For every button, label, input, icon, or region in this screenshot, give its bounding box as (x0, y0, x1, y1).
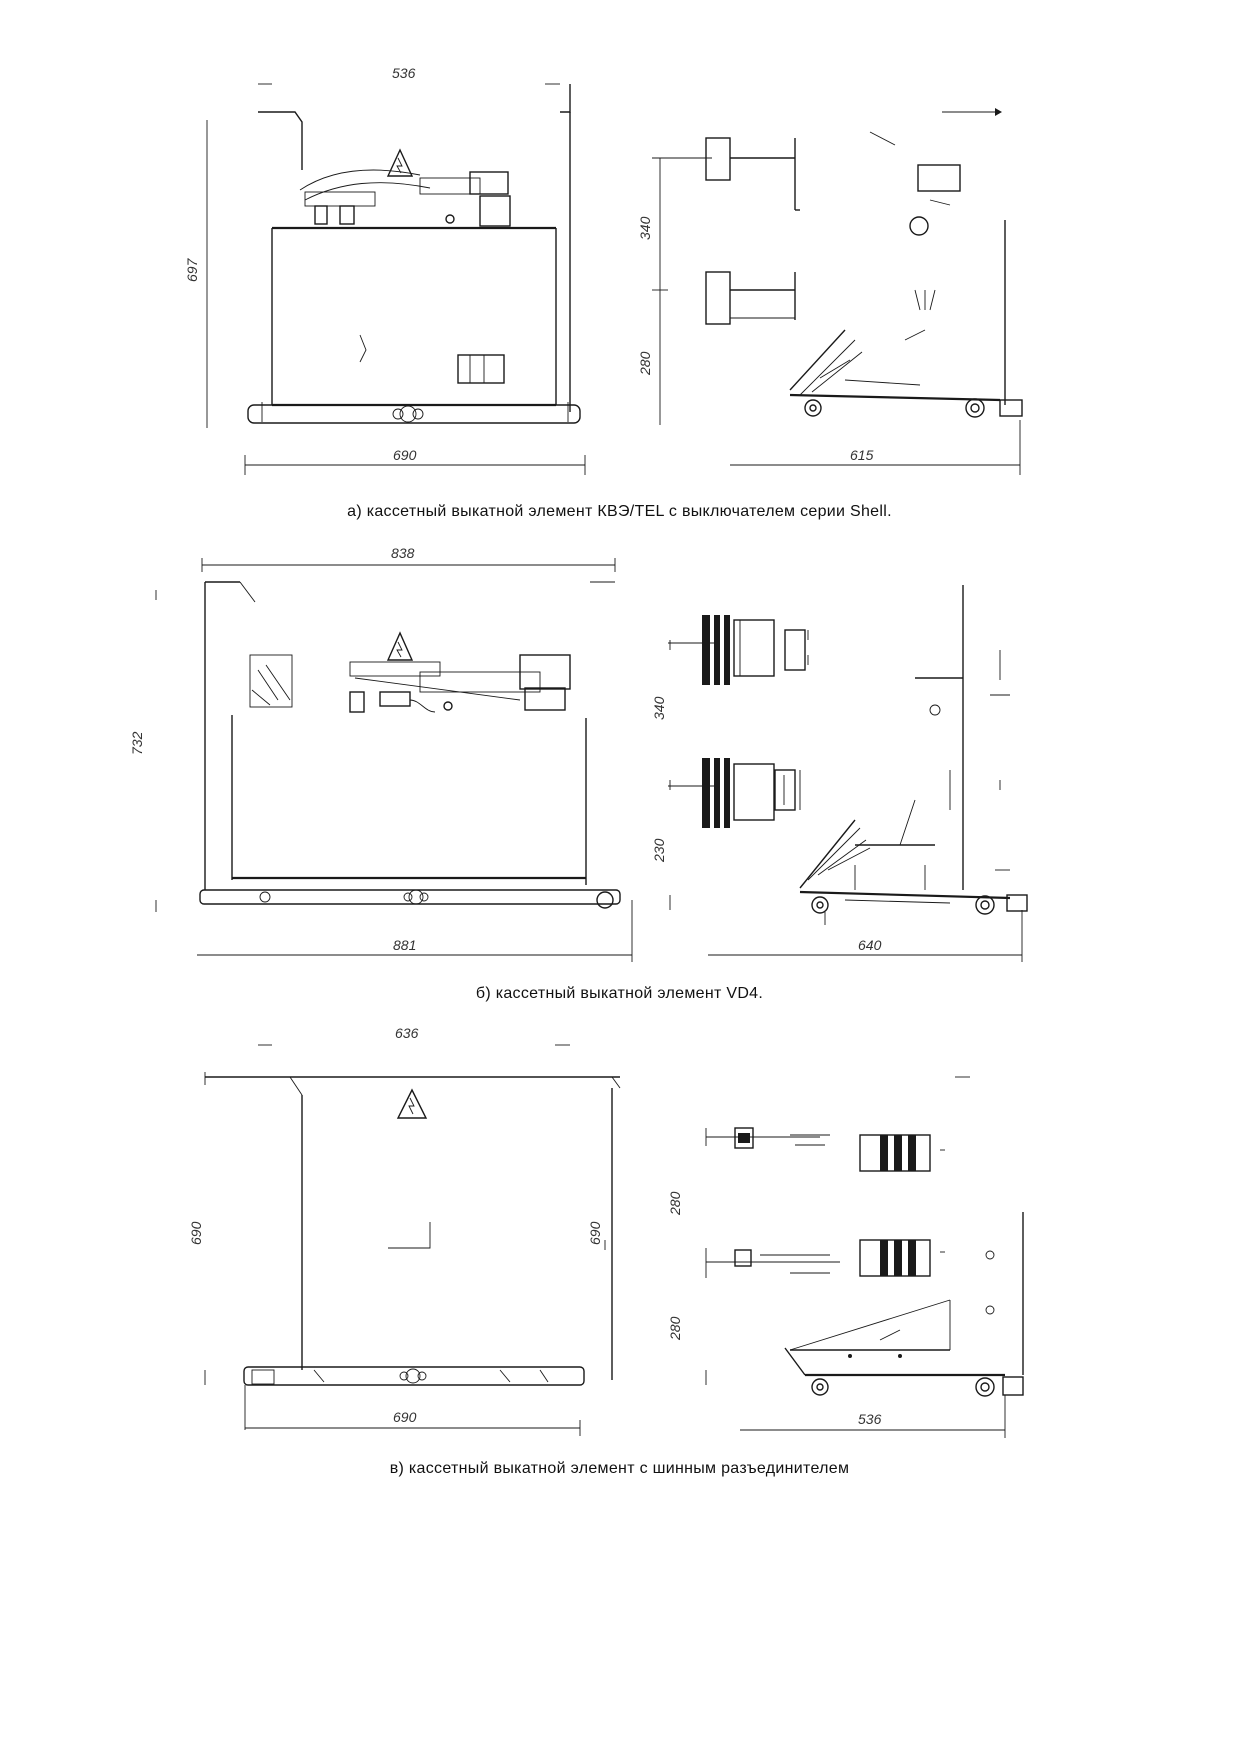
figure-b-side-view: 340 230 (651, 585, 1028, 962)
dim-c-bottom-width: 690 (393, 1409, 417, 1425)
figure-a: 536 697 (184, 65, 1023, 475)
figure-b: 838 732 (129, 545, 1028, 962)
dim-a-height: 697 (184, 257, 200, 282)
dim-c-right-height: 690 (587, 1221, 603, 1245)
figure-c-side-view: 280 280 (667, 1076, 1024, 1438)
figure-a-side-view: 340 280 (637, 108, 1023, 475)
dim-b-bottom-width: 881 (393, 937, 416, 953)
dim-c-side-depth: 536 (858, 1411, 882, 1427)
dim-b-lower-segment: 230 (651, 838, 667, 863)
dim-b-side-depth: 640 (858, 937, 882, 953)
dim-c-lower-segment: 280 (667, 1316, 683, 1341)
figure-a-front-view: 536 697 (184, 65, 586, 475)
dim-a-top-width: 536 (392, 65, 416, 81)
dim-a-side-depth: 615 (850, 447, 874, 463)
figure-b-front-view: 838 732 (129, 545, 633, 962)
dim-b-height: 732 (129, 731, 145, 755)
dim-b-top-width: 838 (391, 545, 415, 561)
figure-c: 636 690 690 (188, 1025, 1024, 1438)
dim-c-top-width: 636 (395, 1025, 419, 1041)
dim-a-lower-segment: 280 (637, 351, 653, 376)
caption-figure-c: в) кассетный выкатной элемент с шинным р… (389, 1460, 850, 1477)
figure-c-front-view: 636 690 690 (188, 1025, 621, 1436)
dim-c-left-height: 690 (188, 1221, 204, 1245)
dim-a-upper-segment: 340 (637, 216, 653, 240)
caption-figure-a: а) кассетный выкатной элемент КВЭ/TEL с … (347, 503, 892, 520)
dim-b-upper-segment: 340 (651, 696, 667, 720)
dim-c-upper-segment: 280 (667, 1191, 683, 1216)
caption-figure-b: б) кассетный выкатной элемент VD4. (475, 985, 764, 1002)
dim-a-bottom-width: 690 (393, 447, 417, 463)
